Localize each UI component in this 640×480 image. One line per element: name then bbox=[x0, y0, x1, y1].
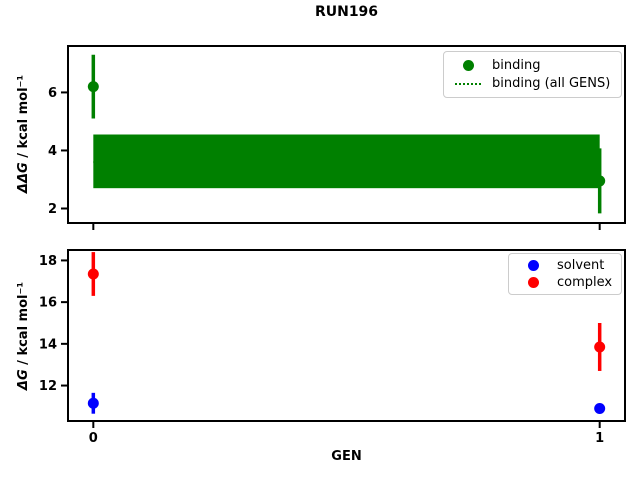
x-tick-label: 1 bbox=[595, 431, 604, 446]
data-point-solvent bbox=[87, 397, 99, 409]
legend-handle bbox=[515, 277, 551, 288]
x-tick-label: 0 bbox=[89, 431, 98, 446]
bottom-y-axis-label: ΔG / kcal mol⁻¹ bbox=[16, 216, 34, 456]
complex-dot-icon bbox=[527, 277, 539, 288]
data-point-complex bbox=[87, 268, 99, 280]
legend-item-binding: binding bbox=[450, 58, 615, 73]
binding-all-gens-dotted-line-icon bbox=[455, 82, 481, 85]
legend-handle bbox=[450, 82, 486, 85]
legend-label: binding bbox=[492, 57, 541, 73]
binding-dot-icon bbox=[462, 59, 474, 71]
legend-handle bbox=[450, 59, 486, 71]
legend-item-binding-all-gens: binding (all GENS) bbox=[450, 76, 615, 91]
x-axis-label: GEN bbox=[331, 449, 362, 464]
top-legend: binding binding (all GENS) bbox=[443, 51, 622, 98]
legend-label: solvent bbox=[557, 258, 605, 273]
axes-frame bbox=[67, 249, 626, 422]
bottom-y-axis-label-math: ΔG bbox=[16, 369, 31, 391]
figure-title: RUN196 bbox=[314, 4, 379, 20]
data-point-solvent bbox=[594, 402, 606, 414]
bottom-legend: solvent complex bbox=[508, 253, 622, 295]
y-tick-label: 18 bbox=[39, 254, 57, 269]
top-y-axis-label-math: ΔΔG bbox=[16, 162, 31, 194]
legend-item-complex: complex bbox=[515, 275, 615, 290]
y-tick-label: 12 bbox=[39, 379, 57, 394]
legend-label: complex bbox=[557, 275, 613, 290]
legend-label: binding (all GENS) bbox=[492, 76, 611, 92]
axes-frame bbox=[67, 45, 626, 224]
legend-item-solvent: solvent bbox=[515, 258, 615, 273]
top-y-axis-label-units: / kcal mol⁻¹ bbox=[16, 74, 31, 163]
y-tick-label: 14 bbox=[39, 337, 57, 352]
solvent-dot-icon bbox=[527, 260, 539, 271]
y-tick-label: 2 bbox=[48, 202, 57, 217]
y-tick-label: 6 bbox=[48, 86, 57, 101]
y-tick-label: 4 bbox=[48, 144, 57, 159]
y-tick-label: 16 bbox=[39, 296, 57, 311]
data-point-complex bbox=[594, 341, 606, 353]
data-point-binding bbox=[594, 175, 606, 187]
legend-handle bbox=[515, 260, 551, 271]
data-point-binding bbox=[87, 81, 99, 93]
bottom-y-axis-label-units: / kcal mol⁻¹ bbox=[16, 281, 31, 370]
